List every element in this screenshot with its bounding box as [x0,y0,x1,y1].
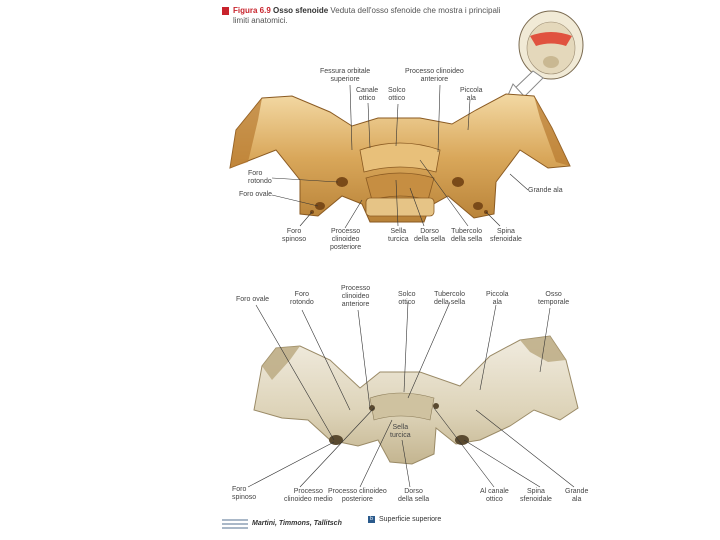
label-foro-spinoso: Foro spinoso [282,228,307,243]
label-solco-ottico: Solco ottico [388,87,406,102]
figure-marker [222,7,229,15]
label-b-foro-ovale: Foro ovale [236,296,270,303]
bottom-leader-lines [247,301,575,488]
label-b-dorso-della-sella: Dorso della sella [398,488,430,503]
label-dorso-della-sella: Dorso della sella [414,228,446,243]
label-grande-ala: Grande ala [528,187,563,194]
label-b-tubercolo-della-sella: Tubercolo della sella [434,291,466,306]
label-b-foro-rotondo: Foro rotondo [290,291,314,306]
label-b-foro-spinoso: Foro spinoso [232,486,257,501]
label-piccola-ala: Piccola ala [460,87,483,102]
label-b-sella-turcica: Sella turcica [390,424,411,439]
label-foro-rotondo: Foro rotondo [248,170,272,185]
label-b-solco-ottico: Solco ottico [398,291,416,306]
label-b-processo-clinoideo-anteriore: Processo clinoideo anteriore [341,285,371,308]
label-foro-ovale: Foro ovale [239,191,273,198]
label-sella-turcica: Sella turcica [388,228,409,243]
footer-authors: Martini, Timmons, Tallitsch [252,520,342,527]
sphenoid-illustration [229,93,571,223]
figure-number: Figura 6.9 [233,6,271,15]
label-spina-sfenoidale: Spina sfenoidale [490,228,522,243]
label-b-grande-ala: Grande ala [565,488,589,503]
label-b-processo-clinoideo-medio: Processo clinoideo medio [284,488,333,503]
view-marker: b [368,516,375,523]
label-b-osso-temporale: Osso temporale [538,291,570,306]
label-b-processo-clinoideo-posteriore: Processo clinoideo posteriore [328,488,387,503]
figure-caption: Figura 6.9 Osso sfenoide Veduta dell'oss… [233,6,513,26]
view-label: b Superficie superiore [368,516,441,523]
figure-title: Osso sfenoide [273,6,329,15]
label-canale-ottico: Canale ottico [356,87,379,102]
label-b-piccola-ala: Piccola ala [486,291,509,306]
label-b-spina-sfenoidale: Spina sfenoidale [520,488,552,503]
label-tubercolo-della-sella: Tubercolo della sella [451,228,483,243]
sphenoid-photo [253,335,579,465]
label-processo-clinoideo-anteriore: Processo clinoideo anteriore [405,68,464,83]
skull-inset [518,10,584,80]
label-b-canale-ottico: Al canale ottico [480,488,509,503]
figure-description: Veduta dell'osso sfenoide che mostra i p… [233,6,501,25]
top-leader-lines [271,84,529,229]
label-fessura-orbitale: Fessura orbitale superiore [320,68,371,83]
view-label-text: Superficie superiore [379,516,442,523]
label-processo-clinoideo-posteriore: Processo clinoideo posteriore [330,228,362,251]
